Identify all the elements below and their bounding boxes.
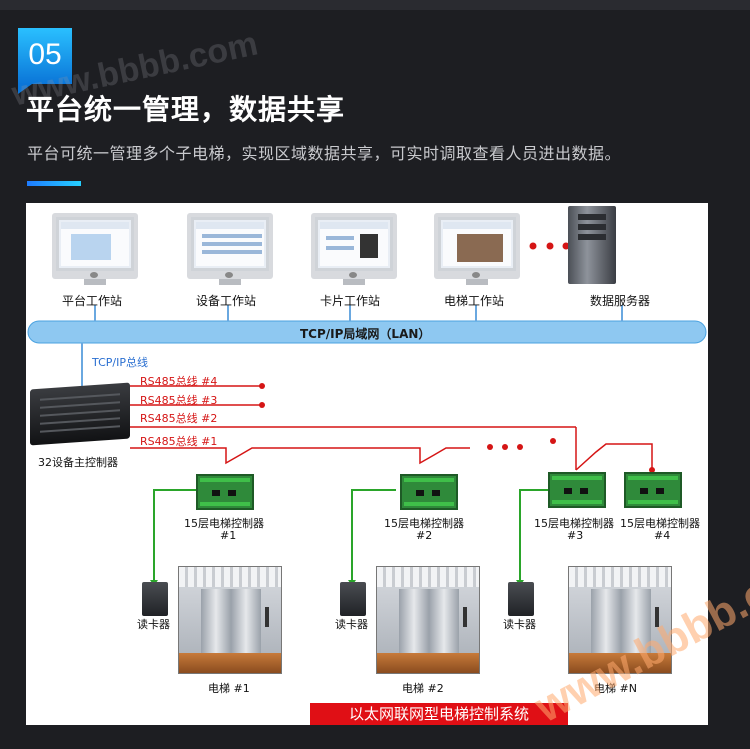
rs485-label-1: RS485总线 #1 xyxy=(140,435,218,448)
rs485-dot xyxy=(487,444,493,450)
reader-link-1 xyxy=(153,489,196,580)
rs485-end xyxy=(649,467,655,473)
controller-icon xyxy=(30,382,130,446)
elevator-controller-label-2: 15层电梯控制器 xyxy=(384,517,464,530)
rs485-end xyxy=(259,402,265,408)
elevator-controller-label-1: 15层电梯控制器 xyxy=(184,517,264,530)
monitor-icon xyxy=(187,213,273,285)
elevator-controller-num-3: #3 xyxy=(567,529,584,542)
reader-icon xyxy=(508,582,534,616)
page-title: 平台统一管理，数据共享 xyxy=(26,93,346,126)
rs485-line-1 xyxy=(130,447,470,465)
elevator-controller-num-4: #4 xyxy=(654,529,671,542)
tcp-bus-label: TCP/IP总线 xyxy=(92,356,148,369)
server-icon xyxy=(568,206,616,284)
lan-bus-label: TCP/IP局域网（LAN） xyxy=(300,327,431,341)
elevator-icon xyxy=(568,566,672,674)
station-label-elevator: 电梯工作站 xyxy=(444,294,505,308)
board-icon xyxy=(400,474,458,510)
page-subtitle: 平台可统一管理多个子电梯，实现区域数据共享，可实时调取查看人员进出数据。 xyxy=(27,144,622,163)
monitor-icon xyxy=(52,213,138,285)
board-icon xyxy=(624,472,682,508)
rs485-dot xyxy=(517,444,523,450)
system-banner: 以太网联网型电梯控制系统 xyxy=(310,703,568,725)
rs485-end xyxy=(259,383,265,389)
main-controller-label: 32设备主控制器 xyxy=(38,456,118,469)
rs485-dot xyxy=(502,444,508,450)
monitor-icon xyxy=(434,213,520,285)
badge-tail xyxy=(18,84,32,94)
more-stations-dot xyxy=(529,242,537,250)
elevator-controller-label-3: 15层电梯控制器 xyxy=(534,517,614,530)
reader-link-3 xyxy=(519,489,548,580)
elevator-controller-num-2: #2 xyxy=(416,529,433,542)
elevator-controller-label-4: 15层电梯控制器 xyxy=(620,517,700,530)
reader-link-2 xyxy=(351,489,396,580)
elevator-icon xyxy=(376,566,480,674)
rs485-label-4: RS485总线 #4 xyxy=(140,375,218,388)
station-label-server: 数据服务器 xyxy=(590,294,651,308)
more-stations-dot xyxy=(562,242,570,250)
accent-bar xyxy=(27,181,81,186)
elevator-label-2: 电梯 #2 xyxy=(402,682,444,695)
board-icon xyxy=(548,472,606,508)
rs485-label-3: RS485总线 #3 xyxy=(140,394,218,407)
rs485-dot xyxy=(550,438,556,444)
elevator-label-n: 电梯 #N xyxy=(594,682,637,695)
station-label-device: 设备工作站 xyxy=(196,294,257,308)
reader-icon xyxy=(142,582,168,616)
elevator-label-1: 电梯 #1 xyxy=(208,682,250,695)
rs485-label-2: RS485总线 #2 xyxy=(140,412,218,425)
reader-label-1: 读卡器 xyxy=(137,618,170,631)
top-bar xyxy=(0,0,750,10)
station-label-card: 卡片工作站 xyxy=(320,294,381,308)
more-stations-dot xyxy=(546,242,554,250)
elevator-icon xyxy=(178,566,282,674)
rs485-line-2-branch xyxy=(575,443,653,471)
reader-icon xyxy=(340,582,366,616)
elevator-controller-num-1: #1 xyxy=(220,529,237,542)
station-label-platform: 平台工作站 xyxy=(62,294,123,308)
section-number-badge: 05 xyxy=(18,28,72,84)
monitor-icon xyxy=(311,213,397,285)
reader-label-2: 读卡器 xyxy=(335,618,368,631)
board-icon xyxy=(196,474,254,510)
lan-bus xyxy=(27,320,707,344)
reader-label-3: 读卡器 xyxy=(503,618,536,631)
